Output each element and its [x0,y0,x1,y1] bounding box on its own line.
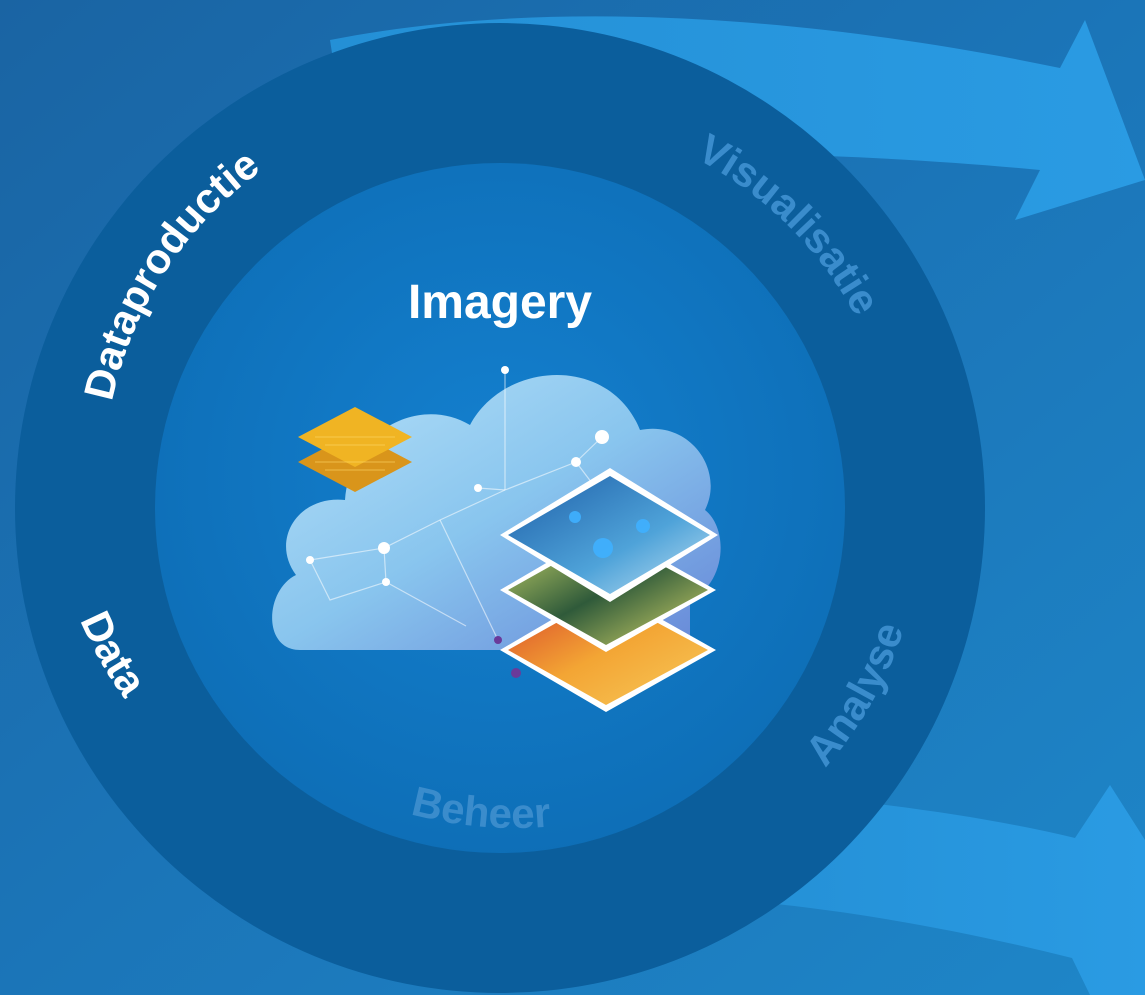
purple-dot [494,636,502,644]
cloud-with-imagery-layers-icon [272,366,721,712]
imagery-layer-stack-icon [500,468,718,712]
purple-dot [511,668,521,678]
center-title: Imagery [408,276,592,329]
gold-layers-icon [298,407,412,492]
network-nodes [306,366,609,586]
water-map-layer [508,476,710,594]
